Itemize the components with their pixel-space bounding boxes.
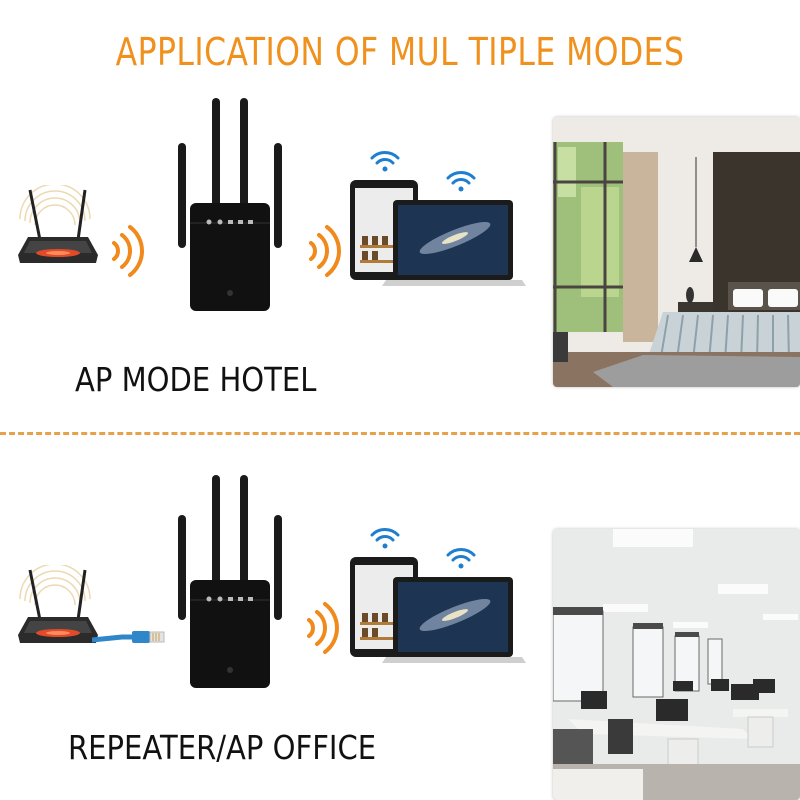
section-repeater-ap-office: REPEATER/AP OFFICE <box>0 470 800 800</box>
mode-caption: AP MODE HOTEL <box>75 360 317 399</box>
section-ap-mode-hotel: AP MODE HOTEL <box>0 95 800 425</box>
ethernet-cable-icon <box>92 628 167 648</box>
signal-waves-icon <box>108 223 148 279</box>
hotel-bedroom-photo <box>553 117 800 387</box>
wifi-extender-icon <box>170 475 290 690</box>
client-devices <box>350 150 530 295</box>
signal-waves-icon <box>305 223 345 279</box>
router-icon <box>10 185 100 275</box>
wifi-icon <box>370 528 400 542</box>
mode-caption: REPEATER/AP OFFICE <box>68 728 377 767</box>
wifi-extender-icon <box>170 98 290 313</box>
router-icon <box>10 565 100 655</box>
signal-waves-icon <box>303 600 343 656</box>
page-title: APPLICATION OF MUL TIPLE MODES <box>115 30 685 74</box>
wifi-icon <box>370 151 400 165</box>
section-divider <box>0 432 800 435</box>
office-photo <box>553 529 800 800</box>
client-devices <box>350 527 530 672</box>
